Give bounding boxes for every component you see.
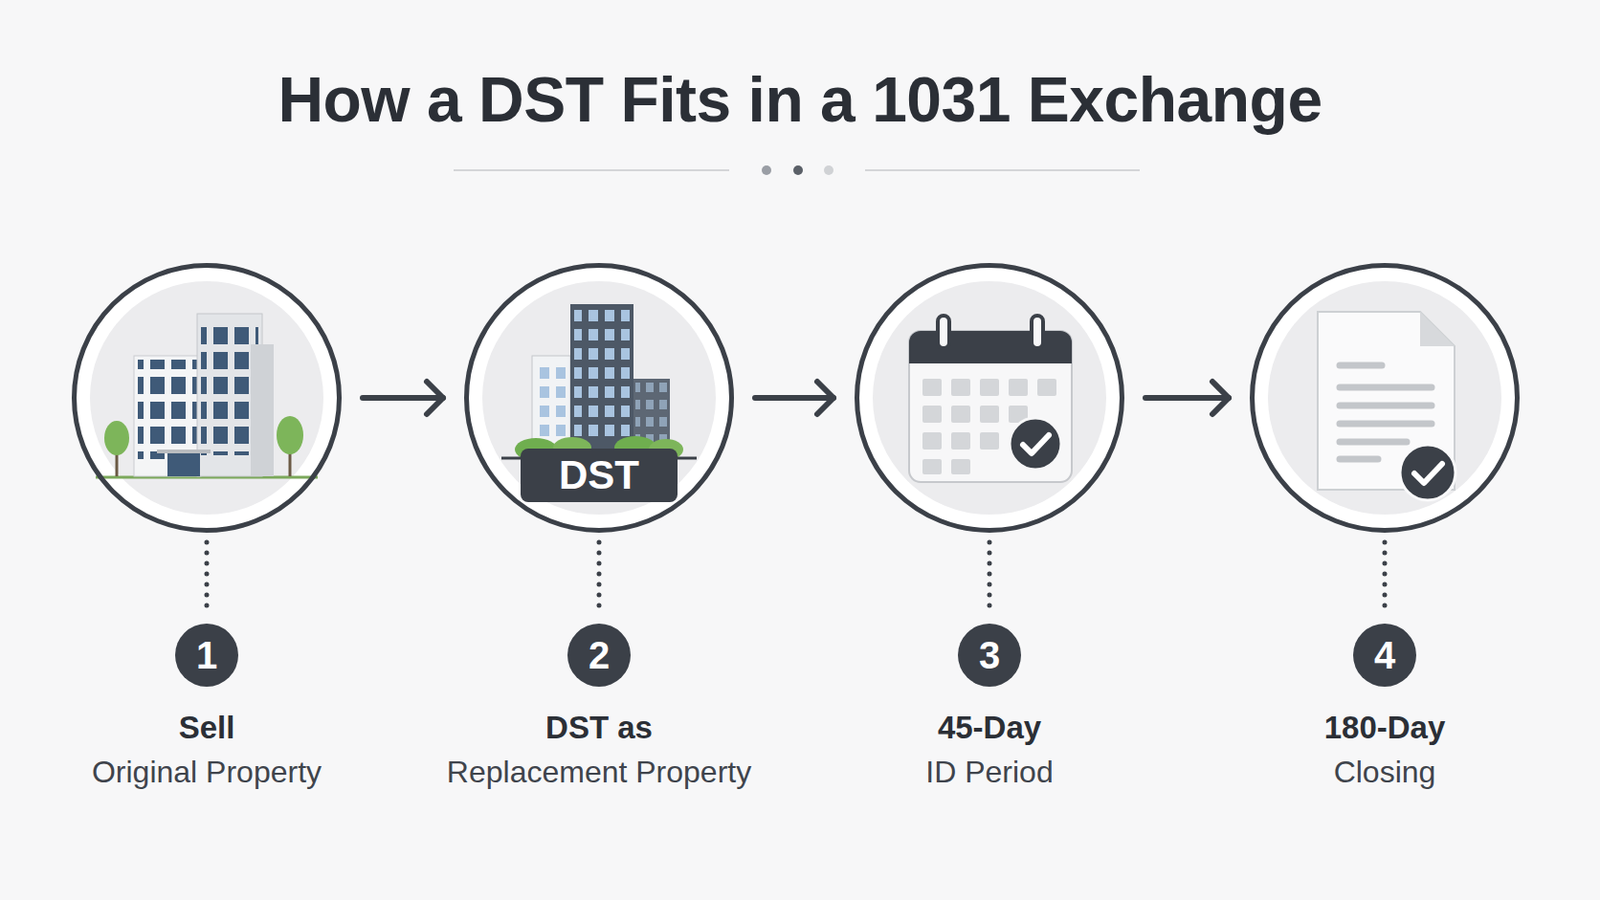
dst-label: DST [520, 448, 678, 503]
divider [453, 165, 1140, 176]
diagram-title: How a DST Fits in a 1031 Exchange [0, 63, 1600, 136]
connector [599, 542, 600, 615]
step-heading: Sell [178, 709, 236, 748]
step-description: Closing [1333, 753, 1437, 792]
calendar-icon [909, 315, 1072, 483]
callout-number: 2 [588, 636, 610, 675]
connector [206, 542, 208, 615]
step-circle: 45-DayID Period [854, 263, 1125, 534]
office-building-icon [95, 313, 318, 478]
connector [1145, 381, 1229, 415]
connector [989, 542, 991, 615]
document-icon [1317, 311, 1456, 501]
step-number-badge: 3 [957, 623, 1022, 688]
step-heading: DST as [545, 709, 653, 748]
step-description: Original Property [91, 753, 322, 792]
step-circle: DST asReplacement PropertyDST [464, 263, 734, 534]
step-description: Replacement Property [446, 753, 752, 792]
connector [755, 381, 834, 415]
step-heading: 45-Day [937, 709, 1042, 748]
step-number-badge: 4 [1353, 623, 1417, 688]
callout-number: 4 [1374, 636, 1396, 675]
step-circle: 180-DayClosing [1249, 263, 1520, 534]
connector [1384, 542, 1386, 615]
connector [362, 381, 444, 415]
step-heading: 180-Day [1324, 709, 1446, 748]
circle-fill [76, 267, 1515, 529]
step-number-badge: 1 [175, 623, 239, 688]
callout-number: 1 [196, 636, 218, 675]
step-description: ID Period [925, 753, 1053, 792]
step-circle: SellOriginal Property [71, 263, 342, 534]
callout-number: 3 [978, 636, 1000, 675]
dst-text: DST [558, 455, 640, 496]
step-number-badge: 2 [567, 623, 631, 688]
dst-building-icon [501, 304, 697, 462]
